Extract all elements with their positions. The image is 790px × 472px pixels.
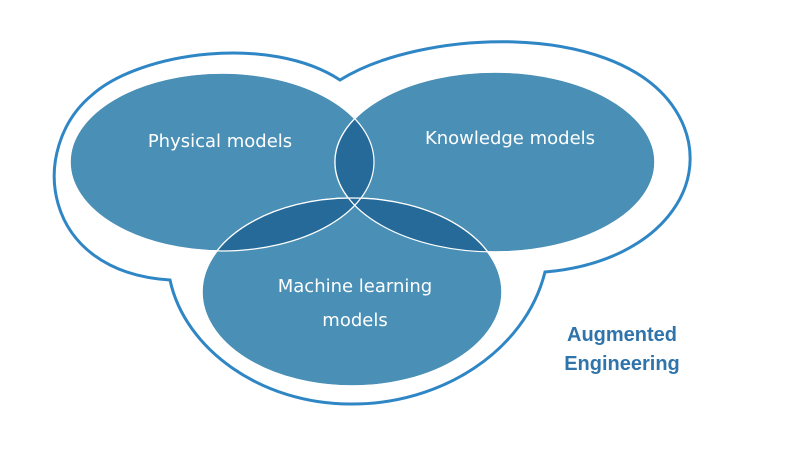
caption-augmented: Augmented — [567, 324, 677, 346]
caption-engineering: Engineering — [564, 353, 680, 375]
knowledge-rim — [334, 71, 656, 253]
ml-rim — [201, 197, 503, 387]
physical-rim — [69, 72, 375, 252]
physical-models-label: Physical models — [148, 131, 292, 152]
machine-learning-label-line1: Machine learning — [278, 276, 433, 297]
machine-learning-label-line2: models — [322, 310, 387, 331]
knowledge-models-label: Knowledge models — [425, 128, 595, 149]
